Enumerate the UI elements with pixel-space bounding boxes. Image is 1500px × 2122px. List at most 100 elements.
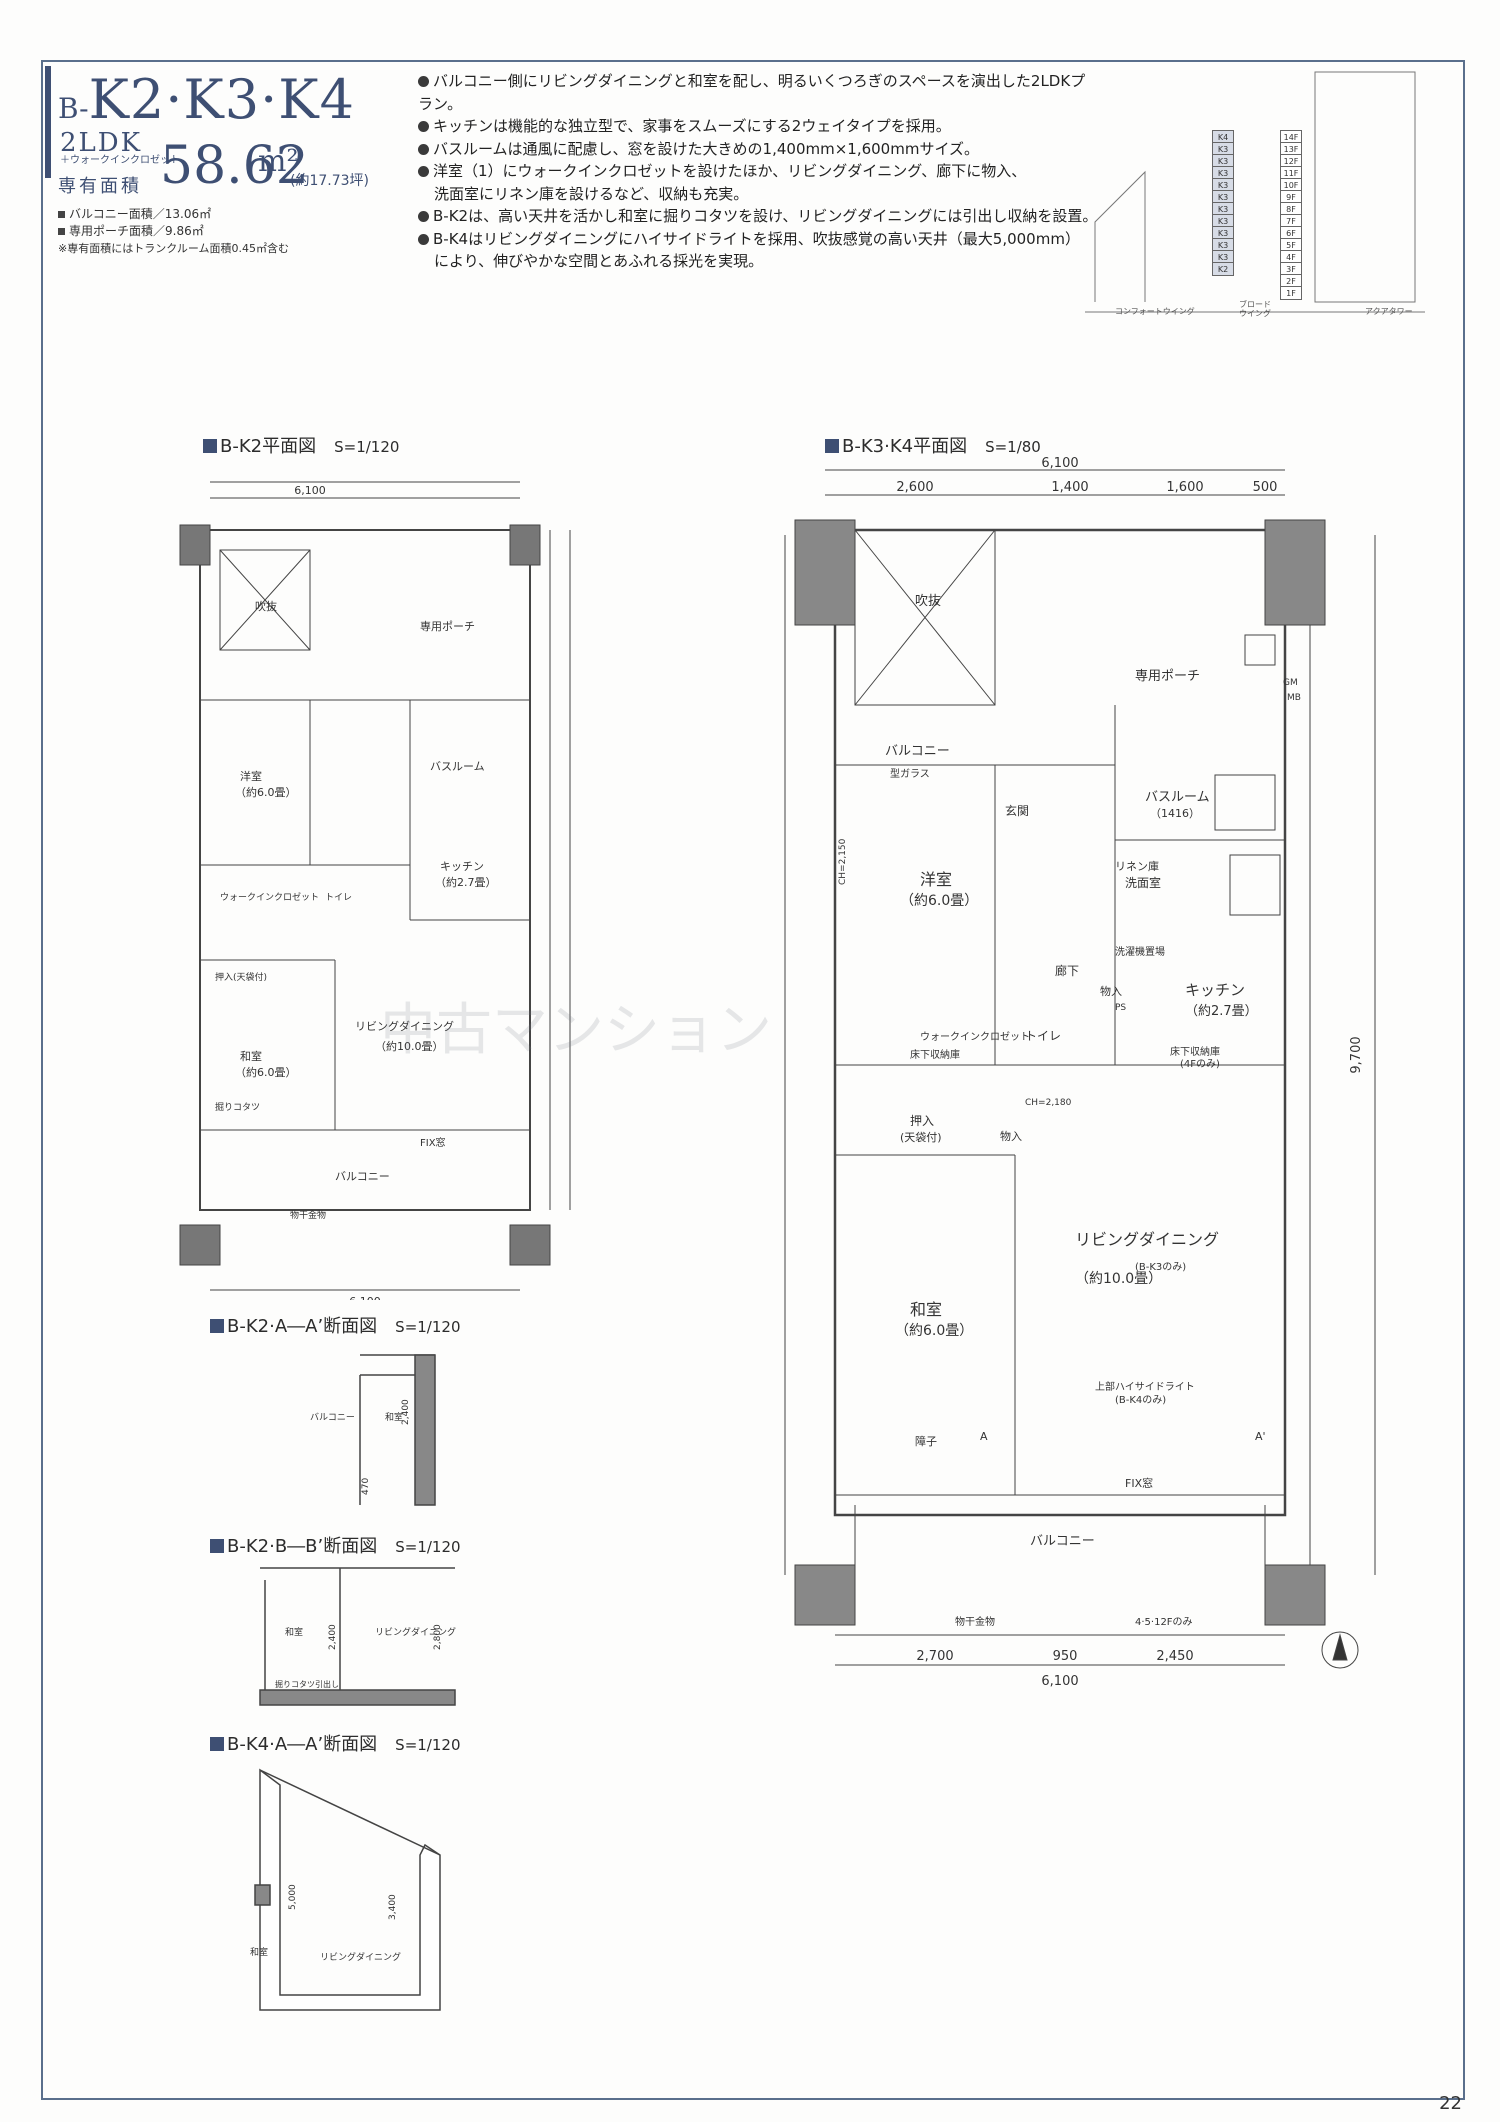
- k2-porch-label: 専用ポーチ: [420, 620, 475, 633]
- k34-highside-label: 上部ハイサイドライト: [1095, 1380, 1195, 1393]
- k34-ps-label: PS: [1115, 1003, 1126, 1013]
- k34-kitchen-size: （約2.7畳）: [1185, 1004, 1258, 1019]
- k34-hall-label: 廊下: [1055, 963, 1079, 978]
- k34-floors-only-label: 4·5·12Fのみ: [1135, 1617, 1193, 1628]
- k34-closet-label-1: 物入: [1100, 984, 1122, 998]
- note-item: B-K4はリビングダイニングにハイサイドライトを採用、吹抜感覚の高い天井（最大5…: [418, 228, 1098, 251]
- aa-washitsu-label: 和室: [385, 1411, 403, 1423]
- k34-toilet-label: トイレ: [1025, 1029, 1061, 1043]
- k34-bath-size: （1416）: [1150, 807, 1200, 820]
- k34-dryer-label: 物干金物: [955, 1615, 995, 1628]
- caption-aqua: アクアタワー: [1365, 307, 1413, 316]
- k2-kitchen-label: キッチン: [440, 860, 484, 873]
- area-value: 58.62: [160, 136, 309, 196]
- note-item: キッチンは機能的な独立型で、家事をスムーズにする2ウェイタイプを採用。: [418, 115, 1098, 138]
- k34-porch-label: 専用ポーチ: [1135, 669, 1200, 684]
- area-stats: バルコニー面積／13.06㎡ 専用ポーチ面積／9.86㎡ ※専有面積にはトランク…: [58, 206, 289, 257]
- note-item: B-K2は、高い天井を活かし和室に掘りコタツを設け、リビングダイニングには引出し…: [418, 205, 1098, 228]
- k34-closet-label-2: 物入: [1000, 1129, 1022, 1143]
- k34-balcony-label: バルコニー: [1030, 1534, 1095, 1549]
- floor-label-cell: 10F: [1280, 178, 1302, 192]
- k34-k3only-label: (B-K3のみ): [1135, 1262, 1186, 1273]
- k2-kitchen-size: （約2.7畳）: [435, 875, 497, 889]
- k2-dryer-label: 物干金物: [290, 1209, 326, 1221]
- note-item-cont: により、伸びやかな空間とあふれる採光を実現。: [434, 252, 764, 270]
- k2-washitsu-size: （約6.0畳）: [235, 1065, 297, 1079]
- k4-height-1: 5,000: [288, 1884, 298, 1910]
- k34-underfloor-label-2: 床下収納庫: [1170, 1045, 1220, 1058]
- area-tsubo: (約17.73坪): [290, 173, 370, 189]
- k34-dim-top-4: 500: [1253, 480, 1278, 495]
- k34-floor-plan: 6,100 2,600 1,400 1,600 500 2,700 950 2,…: [784, 456, 1376, 1689]
- aa-height-1: 2,400: [401, 1399, 411, 1425]
- caption-comfort: コンフォートウイング: [1115, 307, 1195, 316]
- bb-washitsu-label: 和室: [285, 1626, 303, 1638]
- header-accent-bar: [45, 66, 51, 178]
- note-item: バスルームは通風に配慮し、窓を設けた大きめの1,400mm×1,600mmサイズ…: [418, 138, 1098, 161]
- k2-western-size: （約6.0畳）: [235, 785, 297, 799]
- k34-living-size: （約10.0畳）: [1075, 1271, 1162, 1287]
- k34-tenbukuro-label: (天袋付): [900, 1130, 942, 1144]
- note-item-cont: 洗面室にリネン庫を設けるなど、収納も充実。: [434, 184, 749, 203]
- k34-dim-bottom-2: 950: [1053, 1649, 1078, 1664]
- feature-notes: バルコニー側にリビングダイニングと和室を配し、明るいくつろぎのスペースを演出した…: [418, 70, 1098, 273]
- k34-western-size: （約6.0畳）: [900, 893, 978, 909]
- k2-western-label: 洋室: [240, 769, 262, 783]
- k2-floor-plan: 6,100 6,100 専用ポーチ 吹抜 洋室 （約6.0畳） バスルーム キッ…: [179, 481, 571, 1300]
- floor-label-cell: 1F: [1280, 286, 1302, 300]
- k34-mb-label: MB: [1287, 693, 1301, 703]
- k34-wic-label: ウォークインクロゼット: [920, 1031, 1030, 1043]
- k34-void-label: 吹抜: [915, 593, 941, 609]
- floor-label-cell: 3F: [1280, 262, 1302, 276]
- k34-dim-top-3: 1,600: [1166, 480, 1203, 495]
- bb-height-1: 2,400: [328, 1624, 338, 1650]
- k2-dim-total-bottom: 6,100: [349, 1295, 381, 1300]
- stat-balcony: バルコニー面積／13.06㎡: [58, 206, 289, 223]
- k4-living-label: リビングダイニング: [320, 1951, 401, 1963]
- k34-dim-total-bottom: 6,100: [1041, 1674, 1078, 1689]
- k4-height-2: 3,400: [388, 1894, 398, 1920]
- bb-kotatsu-label: 掘りコタツ: [275, 1680, 315, 1689]
- k34-western-label: 洋室: [920, 870, 952, 889]
- k2-bath-label: バスルーム: [430, 760, 485, 773]
- walk-in-note: ＋ウォークインクロゼット: [60, 155, 180, 166]
- k2-toilet-label: トイレ: [325, 893, 352, 903]
- page-number: 22: [1439, 2093, 1462, 2114]
- k34-laundry-label: 洗濯機置場: [1115, 945, 1165, 958]
- k2-horikotatsu-label: 掘りコタツ: [215, 1101, 260, 1113]
- floor-diagram-captions: コンフォートウイング ブロード ウイング アクアタワー: [1095, 300, 1425, 320]
- aa-height-2: 470: [361, 1478, 371, 1495]
- k34-dim-bottom-1: 2,700: [916, 1649, 953, 1664]
- k34-linen-label: リネン庫: [1115, 859, 1159, 873]
- k34-underfloor-label-1: 床下収納庫: [910, 1048, 960, 1061]
- k2-wic-label: ウォークインクロゼット: [220, 891, 319, 903]
- note-item: バルコニー側にリビングダイニングと和室を配し、明るいくつろぎのスペースを演出した…: [418, 72, 1086, 113]
- caption-broad: ブロード ウイング: [1239, 300, 1271, 318]
- bb-height-2: 2,800: [433, 1624, 443, 1650]
- page-frame: [41, 60, 1465, 2100]
- k34-washitsu-label: 和室: [910, 1300, 942, 1319]
- k34-washroom-label: 洗面室: [1125, 875, 1161, 890]
- k34-section-a: A: [980, 1430, 988, 1443]
- bb-drawer-label: 引出し: [315, 1679, 339, 1689]
- k34-ch-hall: CH=2,180: [1025, 1098, 1072, 1108]
- type-prefix: B-: [58, 92, 89, 125]
- k34-bath-label: バスルーム: [1145, 790, 1210, 805]
- k4-aa-section: 和室 リビングダイニング 5,000 3,400: [250, 1768, 441, 2011]
- k34-dim-top-1: 2,600: [896, 480, 933, 495]
- k34-kitchen-label: キッチン: [1185, 981, 1245, 999]
- k34-living-label: リビングダイニング: [1075, 1230, 1219, 1249]
- building-floor-diagram: [1085, 71, 1425, 313]
- k34-dim-bottom-3: 2,450: [1156, 1649, 1193, 1664]
- k34-shoji-label: 障子: [915, 1434, 937, 1448]
- k34-gm-label: GM: [1283, 678, 1298, 688]
- k34-upper-balcony-label: バルコニー: [885, 744, 950, 759]
- area-label: 専有面積: [58, 176, 142, 197]
- k34-washitsu-size: （約6.0畳）: [895, 1323, 973, 1339]
- stat-porch: 専用ポーチ面積／9.86㎡: [58, 223, 289, 240]
